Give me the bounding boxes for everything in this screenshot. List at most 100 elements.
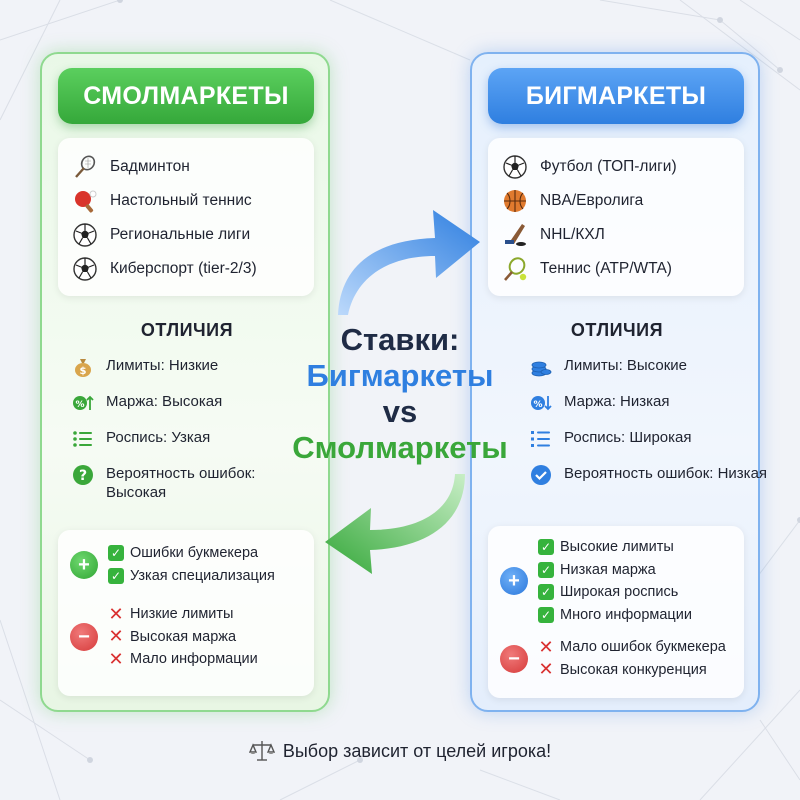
difference-text: Роспись: Узкая: [106, 429, 211, 446]
pro-item: ✓ Ошибки букмекера: [108, 542, 275, 565]
center-title-vs: vs: [382, 394, 418, 429]
cross-icon: ✕: [108, 603, 124, 624]
sport-label: Теннис (ATP/WTA): [540, 260, 672, 277]
con-text: Мало ошибок букмекера: [560, 639, 726, 656]
sport-item: Теннис (ATP/WTA): [502, 252, 730, 286]
con-item: ✕ Мало ошибок букмекера: [538, 636, 726, 659]
difference-text: Лимиты: Высокие: [564, 357, 687, 374]
cross-icon: ✕: [538, 659, 554, 680]
minus-icon: −: [500, 644, 528, 673]
cons-group: − ✕ Мало ошибок букмекера ✕ Высокая конкур…: [500, 636, 732, 681]
soccer-ball-icon: [502, 154, 528, 180]
bigmarkets-title: БИГМАРКЕТЫ: [488, 68, 744, 124]
sport-item: Киберспорт (tier-2/3): [72, 252, 300, 286]
question-icon: ?: [72, 464, 94, 486]
pro-item: ✓ Много информации: [538, 604, 692, 627]
svg-text:%: %: [75, 400, 84, 410]
con-item: ✕ Низкие лимиты: [108, 603, 258, 626]
list-icon: [72, 428, 94, 450]
difference-text: Маржа: Высокая: [106, 393, 223, 410]
smallmarkets-sports-card: Бадминтон Настольный теннис Региональные…: [58, 138, 314, 296]
minus-icon: −: [70, 622, 98, 651]
center-title-smallmarkets: Смолмаркеты: [292, 430, 508, 465]
bigmarkets-panel: БИГМАРКЕТЫ Футбол (ТОП-лиги) NBA/Евролиг…: [470, 52, 767, 712]
difference-item: Роспись: Широкая: [530, 428, 775, 450]
center-title-bigmarkets: Бигмаркеты: [306, 358, 494, 393]
pro-text: Низкая маржа: [560, 561, 656, 578]
check-icon: ✓: [108, 567, 124, 584]
footer: Выбор зависит от целей игрока!: [0, 738, 800, 764]
list-icon: [530, 428, 552, 450]
differences-title: ОТЛИЧИЯ: [570, 320, 664, 340]
difference-item: Вероятность ошибок: Низкая: [530, 464, 775, 486]
smallmarkets-title: СМОЛМАРКЕТЫ: [58, 68, 314, 124]
check-icon: ✓: [108, 545, 124, 562]
con-item: ✕ Высокая маржа: [108, 626, 258, 649]
arrow-to-smallmarkets-icon: [325, 474, 465, 574]
con-text: Мало информации: [130, 651, 258, 668]
check-icon: ✓: [538, 539, 554, 556]
tennis-racket-icon: [502, 256, 528, 282]
sport-label: NBA/Евролига: [540, 192, 644, 209]
difference-item: $ Лимиты: Низкие: [72, 356, 317, 378]
difference-item: Роспись: Узкая: [72, 428, 317, 450]
svg-text:$: $: [80, 366, 87, 377]
cross-icon: ✕: [108, 648, 124, 669]
center-title-line: Ставки:: [340, 322, 460, 357]
difference-item: % Маржа: Низкая: [530, 392, 775, 414]
difference-text: Роспись: Широкая: [564, 429, 692, 446]
con-text: Низкие лимиты: [130, 606, 234, 623]
con-item: ✕ Мало информации: [108, 648, 258, 671]
soccer-ball-icon: [72, 256, 98, 282]
sport-label: Бадминтон: [110, 158, 190, 175]
percent-down-icon: %: [530, 392, 552, 414]
svg-text:%: %: [533, 400, 542, 410]
percent-up-icon: %: [72, 392, 94, 414]
check-icon: ✓: [538, 561, 554, 578]
difference-text: Лимиты: Низкие: [106, 357, 219, 374]
pro-item: ✓ Высокие лимиты: [538, 536, 692, 559]
plus-icon: +: [70, 550, 98, 579]
sport-label: Региональные лиги: [110, 226, 251, 243]
footer-text: Выбор зависит от целей игрока!: [282, 740, 552, 761]
bigmarkets-differences: Лимиты: Высокие % Маржа: Низкая Роспись:…: [530, 356, 775, 500]
check-icon: ✓: [538, 584, 554, 601]
pro-item: ✓ Узкая специализация: [108, 565, 275, 588]
svg-text:?: ?: [79, 468, 87, 484]
cross-icon: ✕: [538, 636, 554, 657]
pro-text: Ошибки букмекера: [130, 545, 259, 562]
pros-group: + ✓ Высокие лимиты ✓ Низкая маржа ✓Широкая…: [500, 536, 732, 626]
difference-item: % Маржа: Высокая: [72, 392, 317, 414]
pro-text: Узкая специализация: [130, 567, 275, 584]
pro-text: Высокие лимиты: [560, 539, 674, 556]
sport-label: Киберспорт (tier-2/3): [110, 260, 257, 277]
check-icon: ✓: [538, 606, 554, 623]
sport-item: Региональные лиги: [72, 218, 300, 252]
cross-icon: ✕: [108, 626, 124, 647]
basketball-icon: [502, 188, 528, 214]
pros-group: + ✓ Ошибки букмекера ✓ Узкая специализация: [70, 542, 302, 587]
difference-item: Лимиты: Высокие: [530, 356, 775, 378]
differences-title: ОТЛИЧИЯ: [140, 320, 234, 340]
sport-label: Футбол (ТОП-лиги): [540, 158, 677, 175]
difference-text: Маржа: Низкая: [564, 393, 670, 410]
pro-text: Много информации: [560, 606, 692, 623]
soccer-ball-icon: [72, 222, 98, 248]
cons-group: − ✕ Низкие лимиты ✕ Высокая маржа ✕ Мало ин…: [70, 603, 302, 671]
plus-icon: +: [500, 567, 528, 595]
bigmarkets-sports-card: Футбол (ТОП-лиги) NBA/Евролига NHL/КХЛ Т…: [488, 138, 744, 296]
difference-item: ? Вероятность ошибок: Высокая: [72, 464, 317, 502]
check-circle-icon: [530, 464, 552, 486]
sport-item: Настольный теннис: [72, 184, 300, 218]
smallmarkets-differences: $ Лимиты: Низкие % Маржа: Высокая Роспис…: [72, 356, 317, 516]
smallmarkets-panel: СМОЛМАРКЕТЫ Бадминтон Настольный теннис …: [40, 52, 330, 712]
money-bag-icon: $: [72, 356, 94, 378]
balance-scale-icon: [248, 738, 275, 764]
con-text: Высокая конкуренция: [560, 661, 707, 678]
hockey-stick-icon: [502, 222, 528, 248]
con-text: Высокая маржа: [130, 628, 237, 645]
pro-item: ✓Широкая роспись: [538, 581, 692, 604]
bigmarkets-pros-cons-card: + ✓ Высокие лимиты ✓ Низкая маржа ✓Широкая…: [488, 526, 744, 698]
smallmarkets-pros-cons-card: + ✓ Ошибки букмекера ✓ Узкая специализация…: [58, 530, 314, 696]
